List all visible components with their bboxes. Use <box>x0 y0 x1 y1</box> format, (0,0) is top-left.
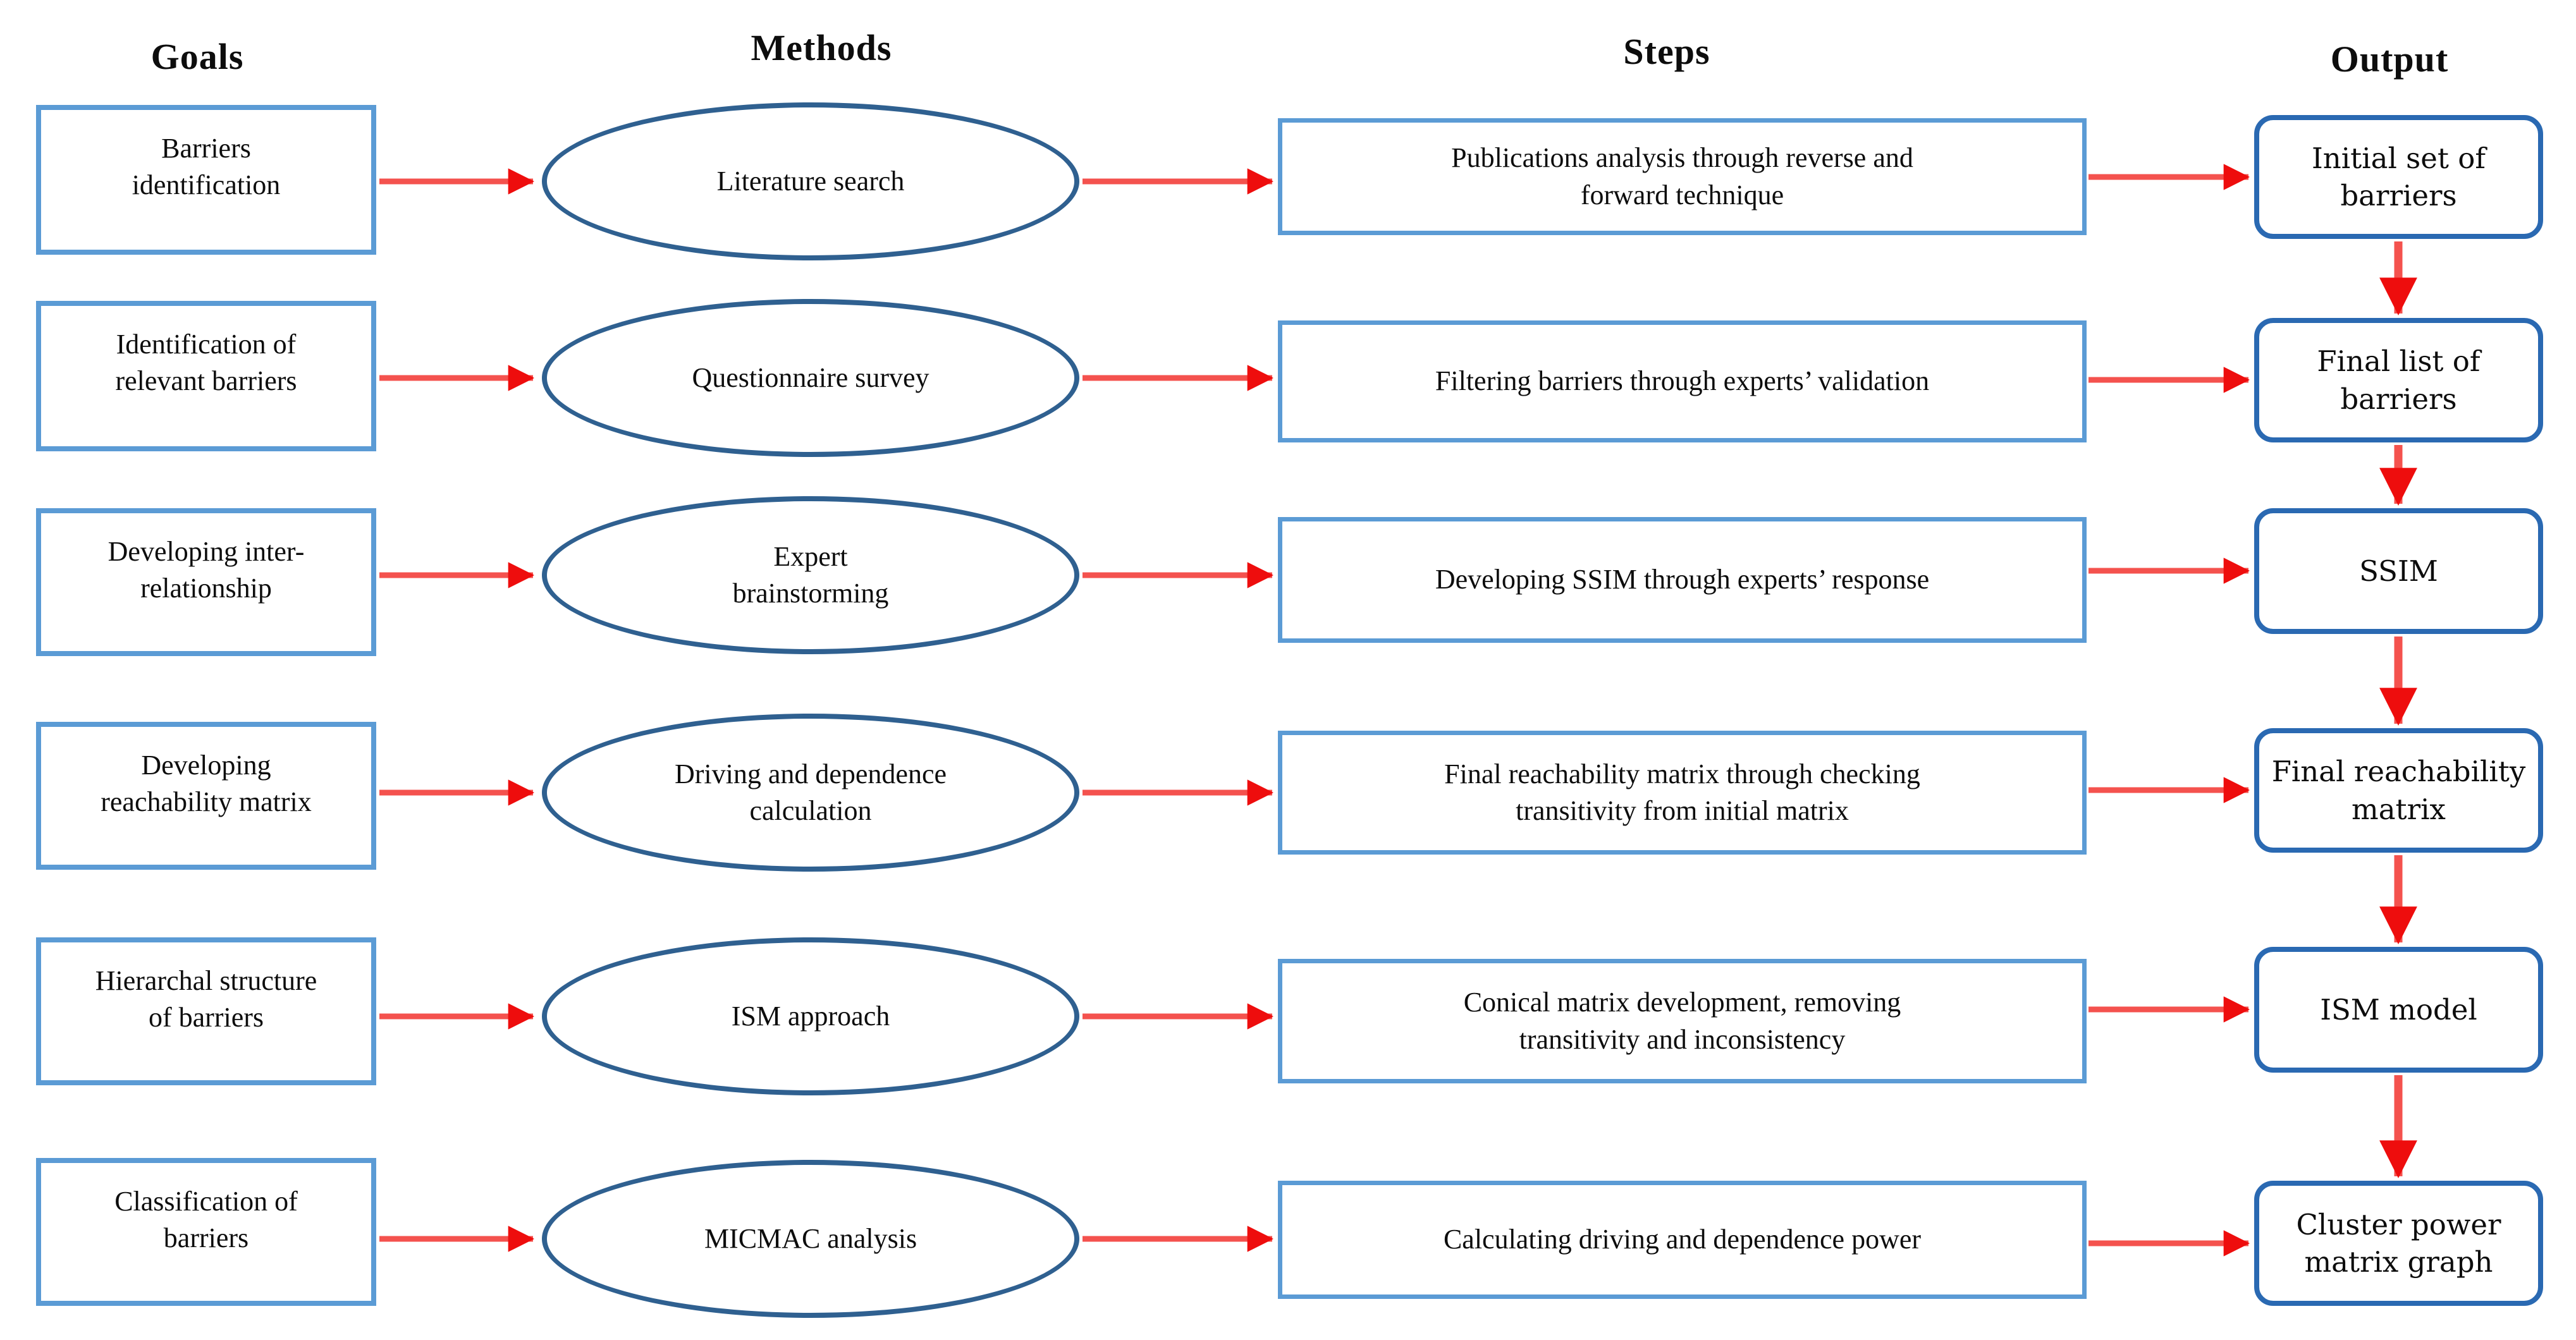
output-box-row2: Final list of barriers <box>2254 318 2543 442</box>
goal-box-row4: Developing reachability matrix <box>36 722 376 870</box>
goal-box-row2: Identification of relevant barriers <box>36 301 376 451</box>
step-box-row3: Developing SSIM through experts’ respons… <box>1278 517 2087 643</box>
method-ellipse-row3: Expert brainstorming <box>542 496 1079 654</box>
output-box-row4: Final reachability matrix <box>2254 728 2543 853</box>
step-box-row6: Calculating driving and dependence power <box>1278 1181 2087 1299</box>
column-header-output: Output <box>2330 39 2449 80</box>
output-box-row6: Cluster power matrix graph <box>2254 1181 2543 1306</box>
column-header-methods: Methods <box>751 27 892 68</box>
method-ellipse-row2: Questionnaire survey <box>542 299 1079 457</box>
method-ellipse-row1: Literature search <box>542 102 1079 260</box>
method-ellipse-row5: ISM approach <box>542 937 1079 1095</box>
step-box-row1: Publications analysis through reverse an… <box>1278 118 2087 235</box>
goal-box-row6: Classification of barriers <box>36 1158 376 1306</box>
method-ellipse-row6: MICMAC analysis <box>542 1160 1079 1318</box>
column-header-steps: Steps <box>1623 31 1710 72</box>
goal-box-row5: Hierarchal structure of barriers <box>36 937 376 1085</box>
goal-box-row3: Developing inter- relationship <box>36 508 376 656</box>
method-ellipse-row4: Driving and dependence calculation <box>542 714 1079 872</box>
step-box-row4: Final reachability matrix through checki… <box>1278 731 2087 855</box>
output-box-row3: SSIM <box>2254 508 2543 634</box>
column-header-goals: Goals <box>150 36 244 77</box>
step-box-row5: Conical matrix development, removing tra… <box>1278 959 2087 1083</box>
output-box-row5: ISM model <box>2254 947 2543 1073</box>
step-box-row2: Filtering barriers through experts’ vali… <box>1278 320 2087 442</box>
goal-box-row1: Barriers identification <box>36 105 376 255</box>
output-box-row1: Initial set of barriers <box>2254 115 2543 239</box>
